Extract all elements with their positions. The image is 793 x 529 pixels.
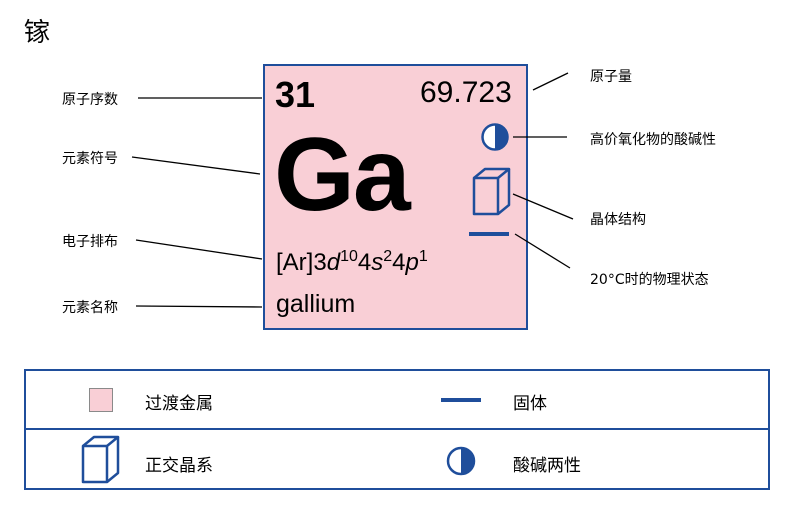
- config-s-e: 2: [383, 248, 393, 265]
- electron-configuration: [Ar]3d104s24p1: [276, 248, 428, 277]
- legend-cuboid-icon: [81, 435, 120, 484]
- element-tile: [263, 64, 528, 330]
- element-name: gallium: [276, 290, 356, 318]
- legend-amphoteric: 酸碱两性: [513, 456, 581, 476]
- label-element-symbol: 元素符号: [62, 151, 118, 167]
- config-d-e: 10: [340, 248, 358, 265]
- config-d-l: d: [326, 249, 341, 276]
- element-symbol: Ga: [274, 117, 411, 233]
- config-p-e: 1: [418, 248, 428, 265]
- legend-solid-line-icon: [441, 398, 481, 402]
- half-filled-circle-icon: [481, 123, 509, 151]
- config-s-l: s: [371, 249, 384, 276]
- legend-half-filled-circle-icon: [446, 446, 476, 476]
- transition-metal-swatch: [89, 388, 113, 412]
- label-atomic-mass: 原子量: [590, 69, 632, 85]
- config-p-n: 4: [392, 249, 406, 276]
- legend-orthorhombic: 正交晶系: [145, 456, 213, 476]
- config-s-n: 4: [357, 249, 372, 276]
- label-oxide-acidity: 高价氧化物的酸碱性: [590, 132, 716, 148]
- label-element-name: 元素名称: [62, 300, 118, 316]
- label-electron-config: 电子排布: [62, 234, 118, 250]
- legend-divider: [24, 428, 770, 430]
- legend-solid: 固体: [513, 394, 547, 414]
- atomic-number: 31: [275, 74, 316, 115]
- page-title: 镓: [24, 18, 51, 48]
- config-core: [Ar]: [276, 249, 314, 276]
- label-atomic-number: 原子序数: [62, 92, 118, 108]
- label-physical-state: 20°C时的物理状态: [590, 272, 709, 288]
- config-p-l: p: [405, 249, 419, 276]
- label-crystal-structure: 晶体结构: [590, 212, 646, 228]
- solid-line-icon: [469, 232, 509, 236]
- cuboid-icon: [472, 167, 511, 216]
- atomic-mass: 69.723: [420, 76, 512, 109]
- config-d-n: 3: [313, 249, 327, 276]
- legend-transition-metal: 过渡金属: [145, 394, 213, 414]
